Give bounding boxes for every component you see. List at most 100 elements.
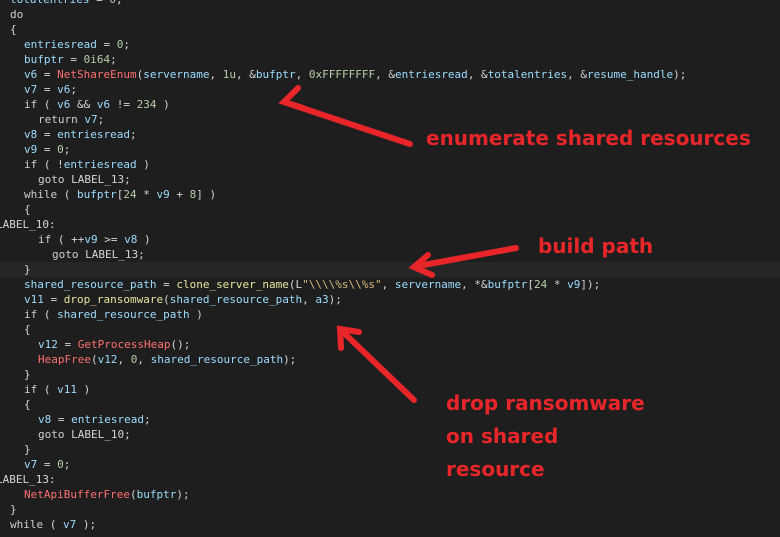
code-token: * [136,188,157,201]
code-token: [ [527,278,535,291]
code-token: ); [328,293,342,306]
code-line: v8 = entriesread; [0,412,780,427]
code-token: , & [467,68,488,81]
code-token: 1u [222,68,236,81]
code-token: ) [189,308,203,321]
code-token: totalentries [487,68,568,81]
annotation-drop-ransomware-line2: on shared [446,424,559,448]
code-token: v7 [63,518,77,531]
code-token: bufptr [255,68,296,81]
arrow-build-path-head [408,252,435,278]
arrow-build-path [415,245,519,269]
code-token: v9 [567,278,581,291]
code-token: v12 [38,338,58,351]
code-token: 0xFFFFFFFF [308,68,376,81]
code-token: } [24,368,31,381]
arrow-drop-ransomware [341,330,417,403]
code-token: ( ++ [51,233,85,246]
code-token: GetProcessHeap [77,338,171,351]
code-line: goto LABEL_13; [0,247,780,262]
code-token: ] ) [196,188,217,201]
code-token: 24 [123,188,137,201]
code-line: if ( v11 ) [0,382,780,397]
code-token: , [295,68,309,81]
code-token: v9 [156,188,170,201]
code-token: if [24,98,38,111]
code-token: v8 [124,233,138,246]
code-token: { [24,323,31,336]
code-token: v11 [24,293,44,306]
code-token: LABEL_13; [64,173,131,186]
code-token: v7 [24,83,38,96]
annotation-build-path: build path [538,234,654,258]
code-token: ( [57,188,77,201]
code-token: [ [116,188,124,201]
code-token: while [10,518,44,531]
code-token: ( [43,518,63,531]
code-token: = [96,38,117,51]
code-token: = [37,83,58,96]
code-token: ; [110,53,117,66]
code-token: 0i64 [83,53,111,66]
code-line: if ( !entriesread ) [0,157,780,172]
code-line: } [0,502,780,517]
code-token: 0 [57,143,64,156]
code-token: * [547,278,568,291]
code-token: NetShareEnum [57,68,137,81]
code-line: entriesread = 0; [0,37,780,52]
code-token: if [24,158,38,171]
code-token: bufptr [487,278,528,291]
code-token: ; [143,413,151,426]
code-token: bufptr [77,188,117,201]
code-token: ) [137,233,151,246]
code-token: ); [76,518,97,531]
code-line: } [0,262,780,277]
code-token: = [156,278,177,291]
code-token: , [209,68,223,81]
code-token: = [37,143,58,156]
code-token: , & [375,68,395,81]
code-token: 0 [57,458,64,471]
code-token: clone_server_name [176,278,289,291]
code-token: entriesread [57,128,130,141]
code-token: ( [136,68,144,81]
code-token: = [51,413,72,426]
code-line: { [0,322,780,337]
code-token: = [37,68,58,81]
code-token: goto [52,248,79,261]
code-token: ; [123,38,130,51]
code-token: , & [235,68,256,81]
arrow-drop-ransomware-head [336,325,362,351]
code-line: goto LABEL_10; [0,427,780,442]
code-token: , [117,353,131,366]
annotation-drop-ransomware-line1: drop ransomware [446,391,645,415]
code-token: ( [37,98,58,111]
code-line: while ( v7 ); [0,517,780,532]
code-line: LABEL_10: [0,217,780,232]
code-token: (L [288,278,303,291]
code-token: != [110,98,137,111]
code-line: v7 = 0; [0,457,780,472]
code-token: goto [38,173,65,186]
code-token: >= [97,233,125,246]
code-token: shared_resource_path [57,308,190,321]
code-line: return v7; [0,112,780,127]
code-token: resume_handle [587,68,674,81]
code-token: } [24,263,31,276]
code-line: goto LABEL_13; [0,172,780,187]
code-token: { [24,398,31,411]
code-line: LABEL_13: [0,472,780,487]
code-line: } [0,442,780,457]
code-token: bufptr [136,488,177,501]
code-token: ) [156,98,170,111]
annotation-drop-ransomware-line3: resource [446,457,545,481]
code-token: entriesread [63,158,137,171]
code-token: = [37,128,58,141]
code-token: { [24,203,31,216]
code-token: ) [77,383,91,396]
code-token: ; [129,128,137,141]
code-token: "\\\\%s\\%s" [302,278,382,291]
code-line: bufptr = 0i64; [0,52,780,67]
code-token: shared_resource_path [150,353,284,366]
